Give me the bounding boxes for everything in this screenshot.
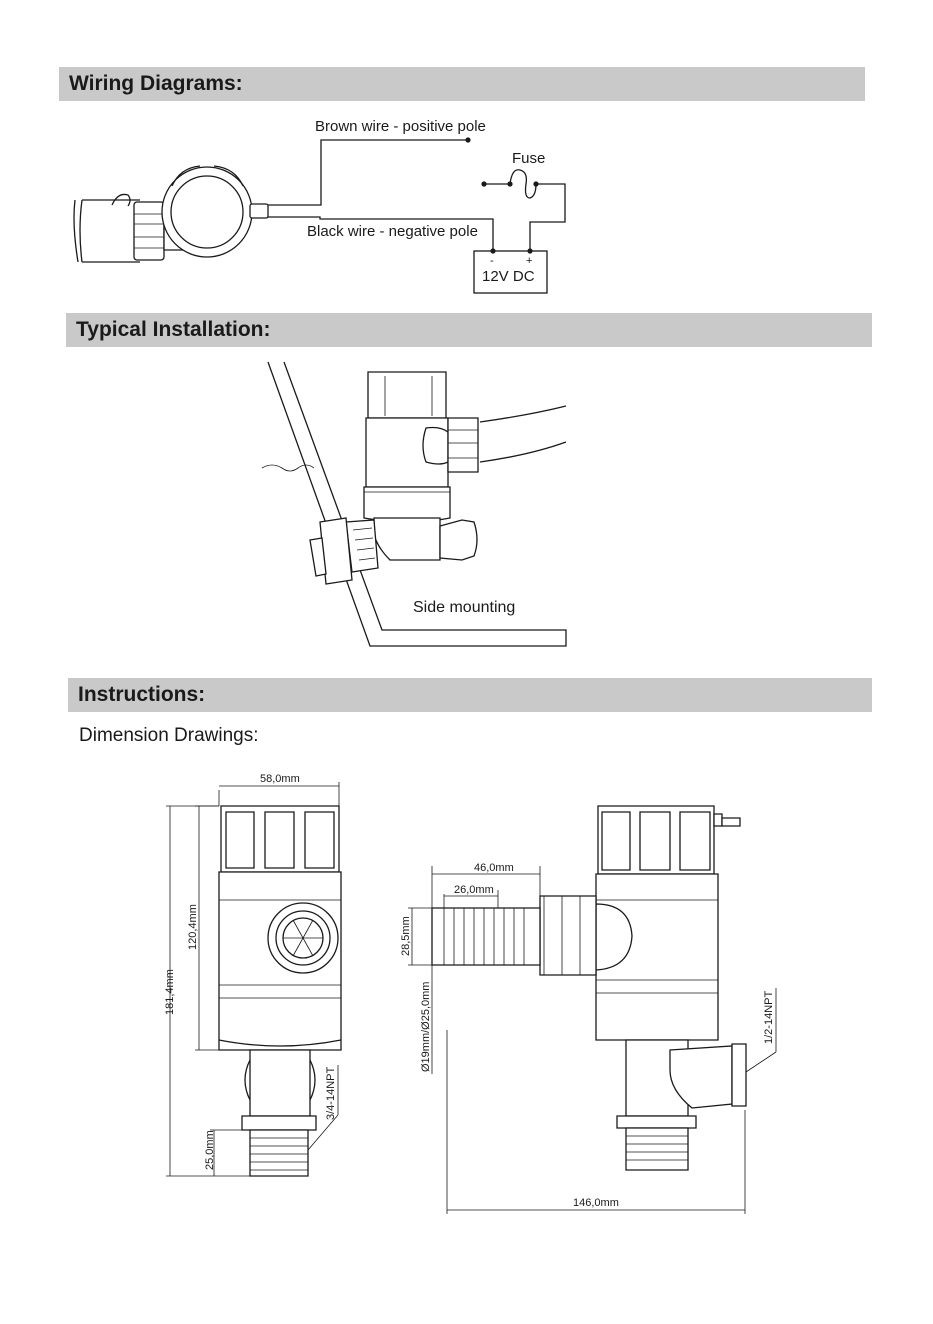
dim-width-top: 58,0mm (260, 773, 300, 785)
dimension-drawings: 58,0mm 120,4mm (0, 770, 933, 1220)
battery-minus: - (490, 255, 494, 267)
fuse-symbol (481, 170, 565, 251)
pump-nut (134, 202, 164, 260)
battery-label: 12V DC (482, 268, 535, 285)
section-title-installation: Typical Installation: (76, 318, 270, 341)
fuse-label: Fuse (512, 150, 545, 167)
dim-hose-diameters: Ø19mm/Ø25,0mm (420, 982, 432, 1072)
section-header-wiring: Wiring Diagrams: (59, 67, 865, 101)
section-header-installation: Typical Installation: (66, 313, 872, 347)
dim-height-body: 120,4mm (187, 904, 199, 950)
dim-hose-outer: 28,5mm (400, 916, 412, 956)
installation-diagram: Side mounting (0, 355, 933, 655)
dim-hose-inner-length: 26,0mm (454, 884, 494, 896)
dimension-drawings-subtitle: Dimension Drawings: (79, 725, 259, 747)
pump-front-view: 58,0mm 120,4mm (164, 773, 341, 1176)
installation-caption: Side mounting (413, 599, 515, 616)
dim-thread-height: 25,0mm (204, 1130, 216, 1170)
pump-side-view: 46,0mm 26,0mm 28,5mm Ø19mm/Ø25,0mm 1/2-1… (400, 806, 776, 1214)
dim-height-total: 181,4mm (164, 969, 176, 1015)
dim-thread-side: 1/2-14NPT (763, 991, 775, 1044)
dim-total-width: 146,0mm (573, 1197, 619, 1209)
pump-hose (74, 200, 140, 262)
dim-thread-main: 3/4-14NPT (325, 1067, 337, 1120)
pump-body (310, 372, 478, 584)
black-wire-label: Black wire - negative pole (307, 223, 478, 240)
wiring-diagram: Brown wire - positive pole Black wire - … (0, 105, 933, 305)
section-title-instructions: Instructions: (78, 683, 205, 706)
pump-head (162, 166, 252, 257)
section-title-wiring: Wiring Diagrams: (69, 72, 243, 95)
brown-wire-terminal (465, 137, 470, 142)
section-header-instructions: Instructions: (68, 678, 872, 712)
battery-plus: + (526, 255, 532, 267)
dim-hose-length: 46,0mm (474, 862, 514, 874)
brown-wire-label: Brown wire - positive pole (315, 118, 486, 135)
